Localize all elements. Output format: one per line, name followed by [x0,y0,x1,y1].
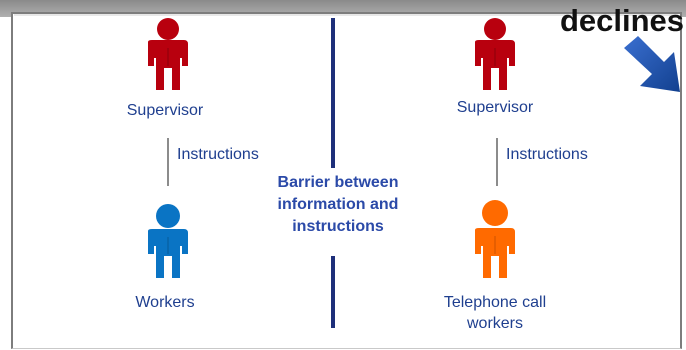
barrier-line-top [331,18,335,168]
arrow-down-right-icon [624,36,680,92]
supervisor-figure-right [475,18,515,90]
supervisor-figure-left [148,18,188,90]
instructions-label-left: Instructions [177,146,259,163]
supervisor-label-right: Supervisor [456,99,534,116]
barrier-label-line1: Barrier between [277,174,399,191]
connector-left [167,138,169,186]
worker-figure-left [148,204,188,278]
barrier-label: Barrier between information and instruct… [250,172,426,238]
instructions-label-right: Instructions [506,146,588,163]
workers-label-left: Workers [135,294,195,311]
supervisor-label-left: Supervisor [126,102,204,119]
barrier-label-line2: information and [277,196,399,213]
barrier-label-line3: instructions [292,218,384,235]
telephone-workers-label-line2: workers [466,315,523,332]
connector-right [496,138,498,186]
title-fragment: declines [559,3,684,38]
telephone-workers-label-right: Telephone call workers [410,292,580,334]
telephone-workers-label-line1: Telephone call [443,294,547,311]
frame-divider [14,14,678,16]
barrier-line-bottom [331,256,335,328]
telephone-worker-figure-right [475,200,515,278]
